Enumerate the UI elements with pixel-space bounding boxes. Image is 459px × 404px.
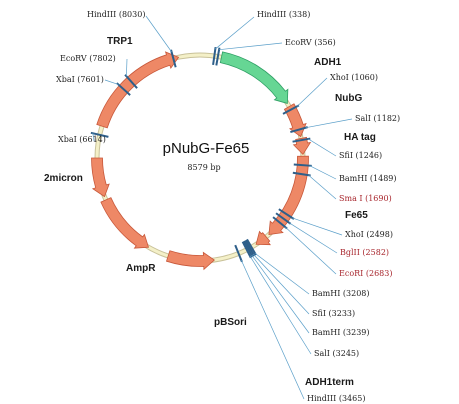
plasmid-name: pNubG-Fe65 (163, 140, 250, 157)
site-tick-ecori-2683 (272, 216, 288, 230)
plasmid-size: 8579 bp (187, 163, 220, 172)
feature-arc-adh1term (255, 230, 272, 246)
site-tick-sali-3245 (241, 241, 252, 259)
site-label-ecorv-356: EcoRV (356) (285, 38, 336, 47)
site-label-bamhi-1489: BamHI (1489) (339, 174, 397, 183)
site-tick-hindiii-338 (212, 46, 217, 66)
site-leader-xbai-6614 (92, 133, 95, 142)
site-tick-ecorv-356 (215, 47, 221, 66)
site-leader-sali-3245 (249, 255, 312, 355)
feature-arc-trp1 (96, 51, 180, 129)
site-label-bamhi-3239: BamHI (3239) (312, 328, 370, 337)
site-label-sfii-3233: SfiI (3233) (312, 309, 355, 318)
feature-arc-pbsori (165, 250, 215, 271)
feature-label-fe65: Fe65 (345, 210, 368, 221)
site-label-xhoi-1060: XhoI (1060) (330, 73, 378, 82)
site-leader-xbai-7601 (104, 79, 119, 85)
feature-label-ampr: AmpR (126, 263, 156, 274)
feature-label-nubg: NubG (335, 93, 362, 104)
site-leader-sali-1182 (305, 118, 353, 129)
site-leader-bamhi-1489 (309, 165, 337, 180)
site-tick-bamhi-3239 (243, 240, 254, 258)
site-tick-sfii-1246 (292, 137, 311, 143)
site-leader-hindiii-338 (215, 16, 255, 50)
site-label-hindiii-3465: HindIII (3465) (307, 394, 365, 403)
feature-label-adh1term: ADH1term (305, 377, 354, 388)
site-label-smai-1690: Sma I (1690) (339, 194, 392, 203)
feature-label-pbsori: pBSori (214, 317, 247, 328)
feature-arc-fe65 (268, 155, 309, 236)
site-leader-ecorv-7802 (126, 58, 128, 77)
site-leader-hindiii-8030 (145, 15, 172, 52)
site-label-hindiii-8030: HindIII (8030) (87, 10, 145, 19)
site-label-sfii-1246: SfiI (1246) (339, 151, 382, 160)
site-leader-sfii-3233 (253, 253, 310, 315)
site-tick-bglii-2582 (275, 212, 292, 225)
site-label-xhoi-2498: XhoI (2498) (345, 230, 393, 239)
site-label-xbai-7601: XbaI (7601) (56, 75, 104, 84)
feature-arc-adh1 (219, 51, 289, 104)
feature-label-2micron: 2micron (44, 173, 83, 184)
site-tick-sali-1182 (290, 126, 308, 134)
site-leader-bamhi-3239 (251, 254, 310, 334)
feature-label-trp1: TRP1 (107, 36, 133, 47)
site-tick-ecorv-7802 (124, 74, 138, 89)
site-label-hindiii-338: HindIII (338) (257, 10, 310, 19)
site-tick-xhoi-2498 (278, 208, 295, 220)
site-label-xbai-6614: XbaI (6614) (58, 135, 106, 144)
site-tick-bamhi-1489 (293, 163, 312, 167)
site-tick-hindiii-3465 (234, 244, 243, 263)
site-leader-sfii-1246 (308, 138, 337, 157)
site-label-sali-1182: SalI (1182) (355, 114, 400, 123)
leaders-layer (90, 15, 353, 400)
site-leader-smai-1690 (308, 174, 337, 200)
site-tick-xbai-6614 (90, 131, 109, 138)
site-tick-xhoi-1060 (282, 104, 300, 115)
site-leader-ecori-2683 (285, 226, 337, 275)
site-tick-hindiii-8030 (170, 49, 177, 68)
site-tick-xbai-7601 (116, 82, 131, 96)
feature-arc-2micron (91, 157, 110, 198)
site-leader-hindiii-3465 (240, 259, 305, 400)
features-layer (91, 51, 312, 271)
site-label-bglii-2582: BglII (2582) (340, 248, 389, 257)
site-leader-bamhi-3208 (254, 252, 310, 295)
site-leader-xhoi-1060 (296, 77, 328, 107)
site-label-bamhi-3208: BamHI (3208) (312, 289, 370, 298)
site-tick-smai-1690 (292, 171, 311, 177)
feature-label-hatag: HA tag (344, 132, 376, 143)
site-label-ecori-2683: EcoRI (2683) (339, 269, 392, 278)
site-tick-sfii-3233 (244, 239, 256, 257)
site-leader-xhoi-2498 (292, 217, 343, 236)
site-leader-bglii-2582 (288, 222, 338, 254)
feature-label-adh1: ADH1 (314, 57, 342, 68)
site-leader-ecorv-356 (219, 42, 283, 51)
site-label-ecorv-7802: EcoRV (7802) (60, 54, 116, 63)
feature-arc-ampr (100, 197, 150, 249)
site-label-sali-3245: SalI (3245) (314, 349, 359, 358)
site-tick-bamhi-3208 (246, 238, 257, 256)
